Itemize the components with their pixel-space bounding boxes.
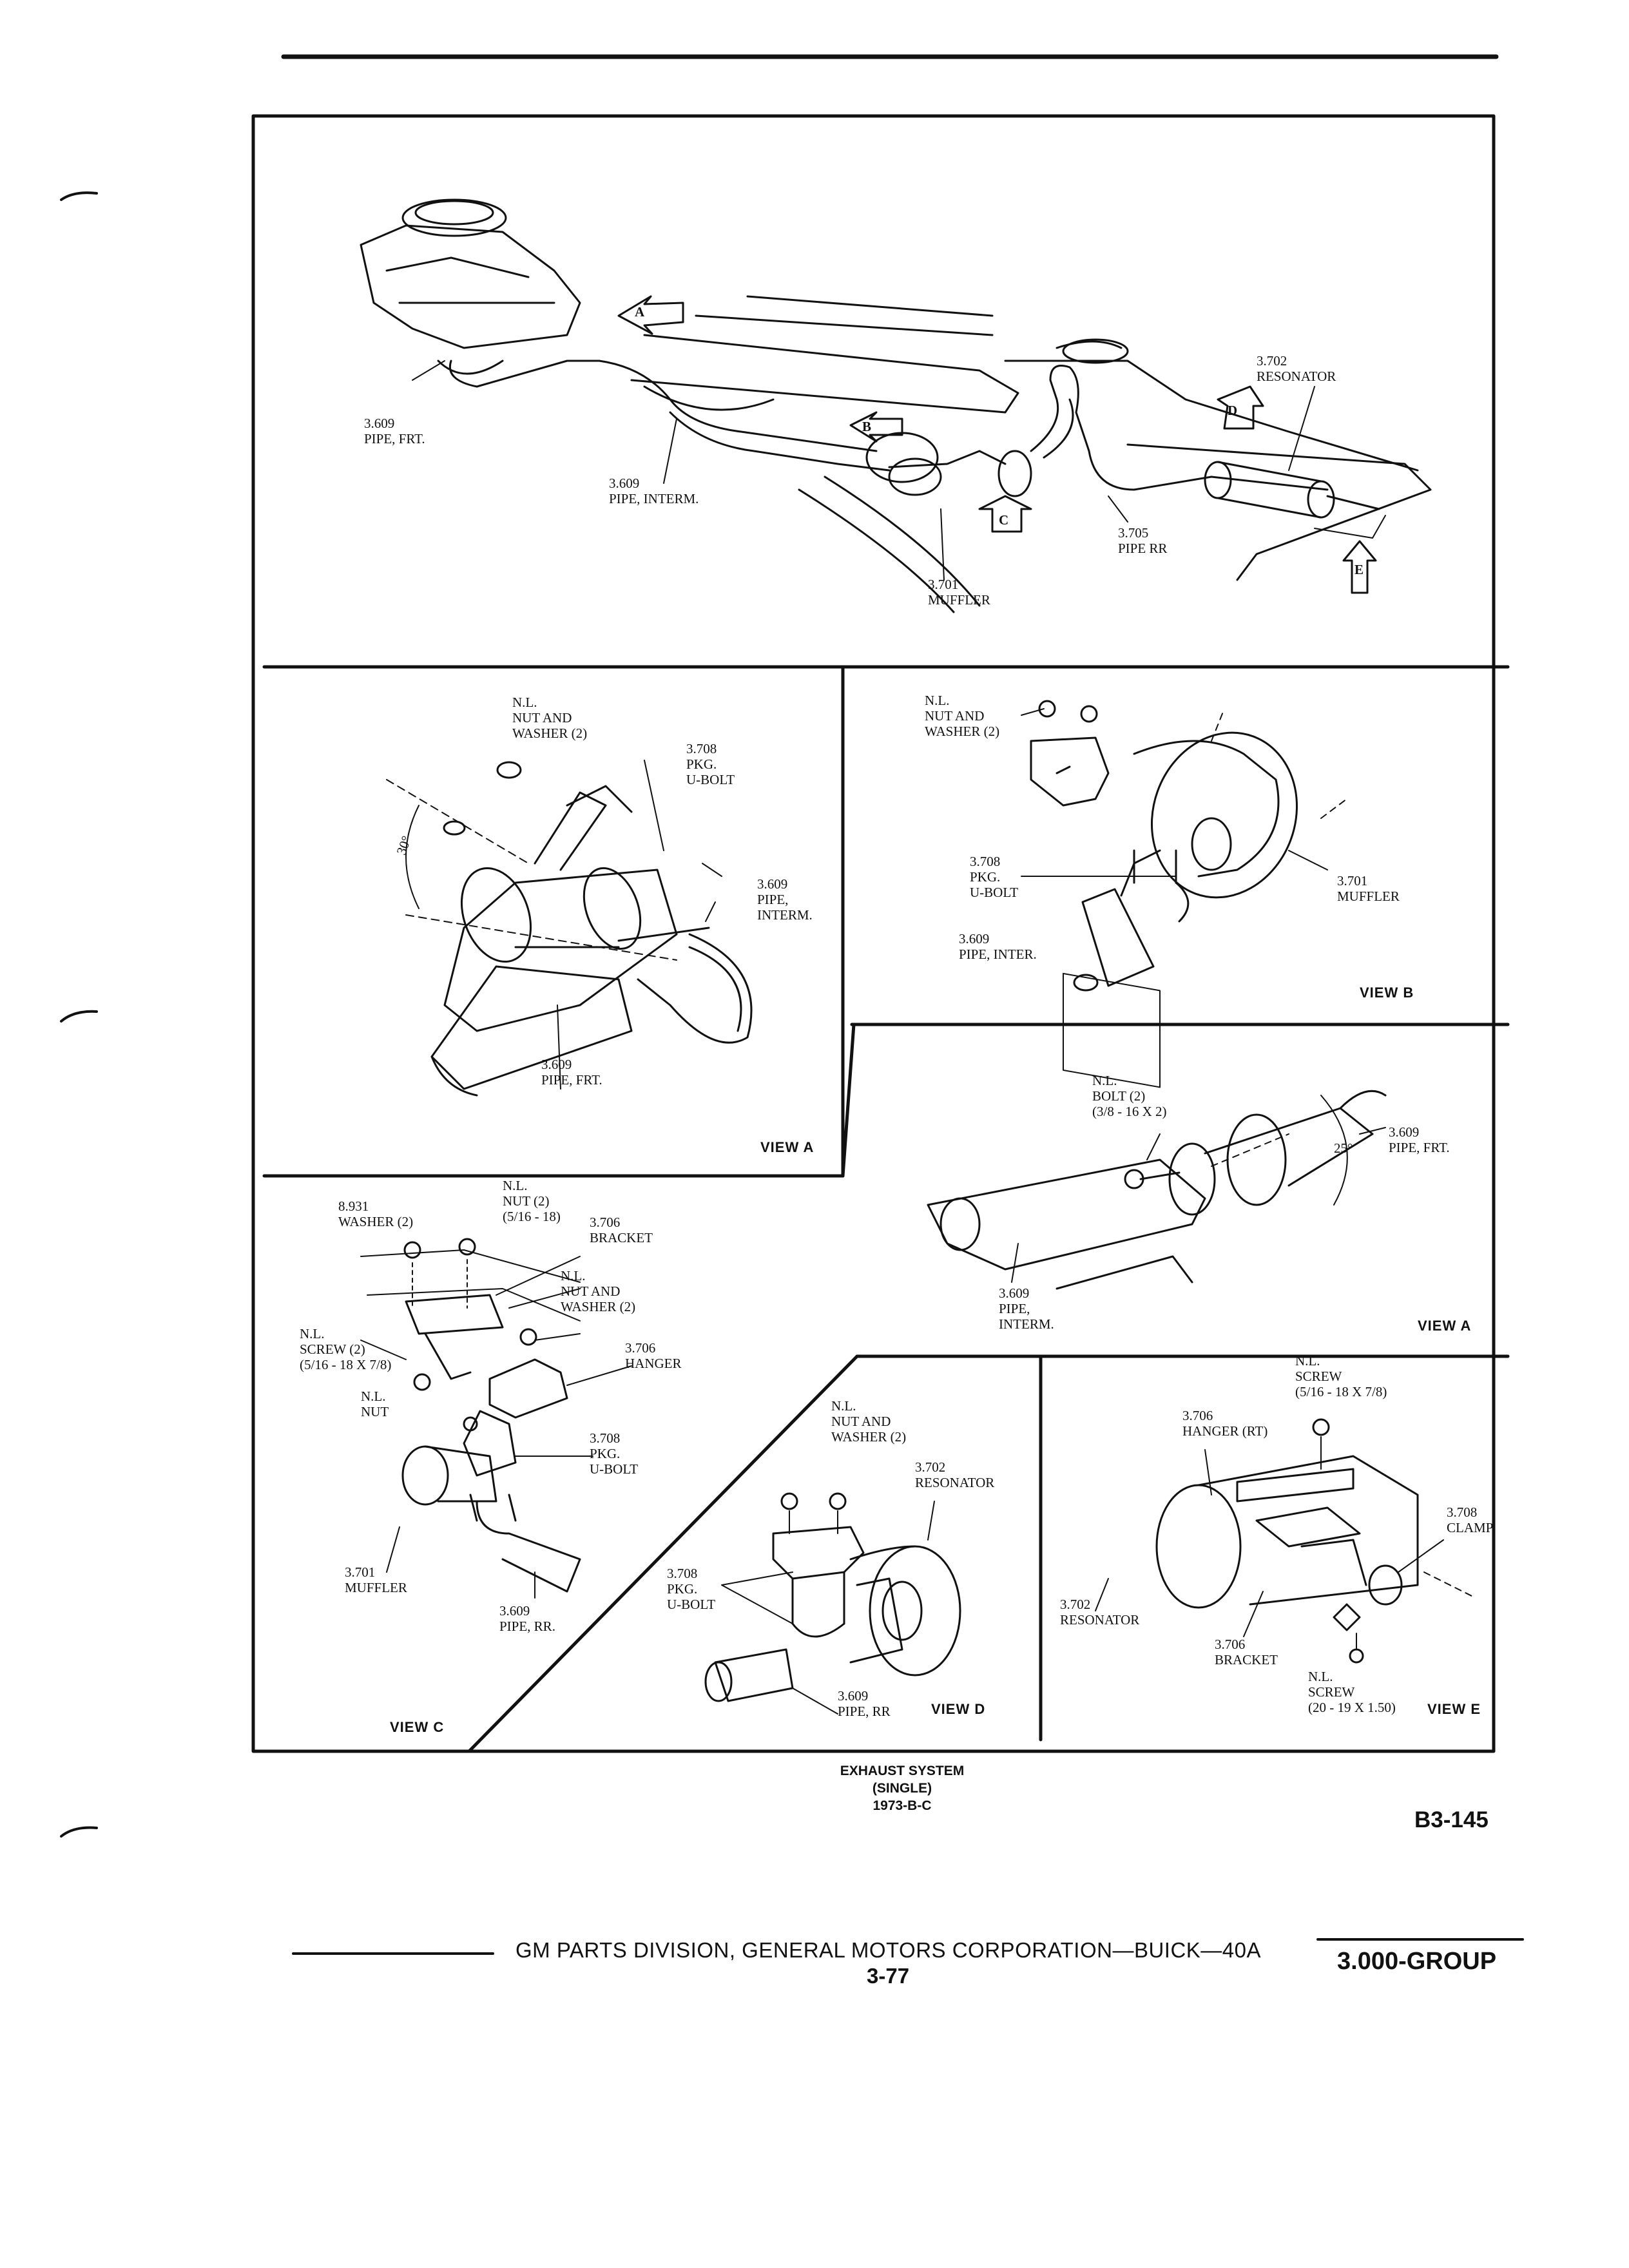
view-c-title: VIEW C <box>390 1719 445 1735</box>
label-nl-nut-c: N.L.NUT <box>361 1389 389 1419</box>
callout-e: E <box>1354 562 1364 577</box>
label-screw-top-e: N.L.SCREW(5/16 - 18 x 7/8) <box>1295 1353 1387 1399</box>
figure-caption: EXHAUST SYSTEM (SINGLE) 1973-B-C <box>838 1762 967 1814</box>
footer-division: GM PARTS DIVISION, GENERAL MOTORS CORPOR… <box>516 1938 1262 1962</box>
footer-page-number: 3-77 <box>867 1964 910 1988</box>
label-screw-bottom-e: N.L.SCREW(20 - 19 x 1.50) <box>1308 1669 1396 1715</box>
view-b-title: VIEW B <box>1360 985 1414 1001</box>
binding-mark <box>60 1010 98 1023</box>
diagram-frame <box>251 114 1496 1753</box>
view-a2-title: VIEW A <box>1418 1318 1472 1334</box>
view-c-art <box>360 1238 632 1599</box>
label-bolt-a2: N.L.BOLT (2)(3/8 - 16 x 2) <box>1092 1073 1167 1119</box>
divider-angled <box>841 1023 856 1178</box>
callout-b: B <box>862 419 872 434</box>
main-view-art <box>360 198 1432 613</box>
callout-c: C <box>999 512 1009 528</box>
view-e-art <box>1095 1418 1476 1664</box>
view-a2-art <box>927 1090 1387 1290</box>
view-e-title: VIEW E <box>1427 1701 1481 1717</box>
footer-group: 3.000-GROUP <box>1337 1948 1497 1975</box>
view-d-art <box>704 1492 961 1715</box>
callout-a: A <box>635 304 645 320</box>
binding-mark <box>60 1826 98 1838</box>
view-d-title: VIEW D <box>931 1701 986 1717</box>
caption-line-2: (SINGLE) <box>872 1781 932 1796</box>
divider-c-d <box>467 1354 859 1753</box>
view-b-art <box>1021 700 1347 1088</box>
figure-code: B3-145 <box>1414 1807 1489 1832</box>
view-a1-title: VIEW A <box>760 1139 815 1155</box>
angle-25: 25° <box>1334 1140 1353 1156</box>
label-nut-c: N.L.NUT (2)(5/16 - 18) <box>503 1178 561 1224</box>
label-screw-c: N.L.SCREW (2)(5/16 - 18 x 7/8) <box>300 1326 392 1372</box>
callout-d: D <box>1228 403 1238 418</box>
view-a1-art <box>386 760 753 1097</box>
caption-line-3: 1973-B-C <box>872 1798 932 1813</box>
caption-line-1: EXHAUST SYSTEM <box>840 1763 965 1778</box>
binding-mark <box>60 191 98 201</box>
